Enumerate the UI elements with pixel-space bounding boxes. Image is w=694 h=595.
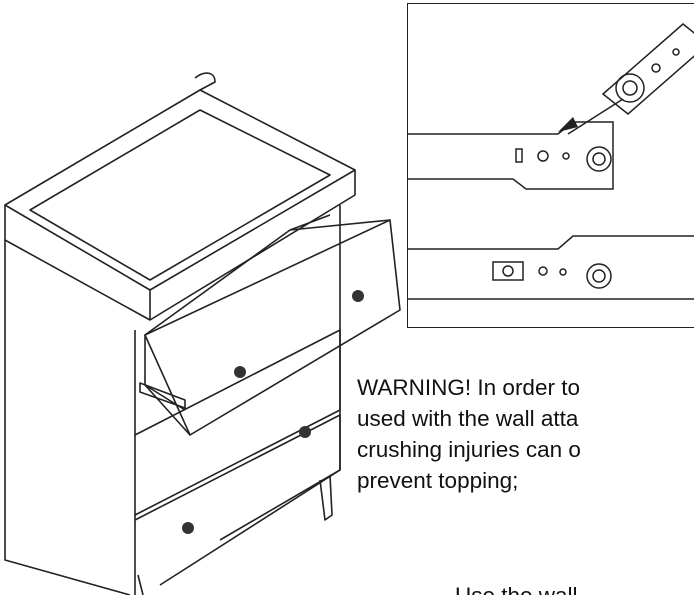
warning-line-2: used with the wall atta: [357, 406, 579, 431]
warning-line-3: crushing injuries can o: [357, 437, 581, 462]
warning-text: WARNING! In order to used with the wall …: [357, 372, 694, 496]
rail-detail-inset: [407, 3, 694, 328]
arrow-head-icon: [558, 117, 578, 132]
warning-line-1: WARNING! In order to: [357, 375, 580, 400]
rail-slot-icon: [515, 148, 523, 163]
partial-instruction-line: Use the wall: [455, 580, 694, 595]
dresser-illustration: [4, 72, 401, 595]
warning-line-4: prevent topping;: [357, 468, 519, 493]
rail-detail-drawing: [408, 23, 694, 300]
